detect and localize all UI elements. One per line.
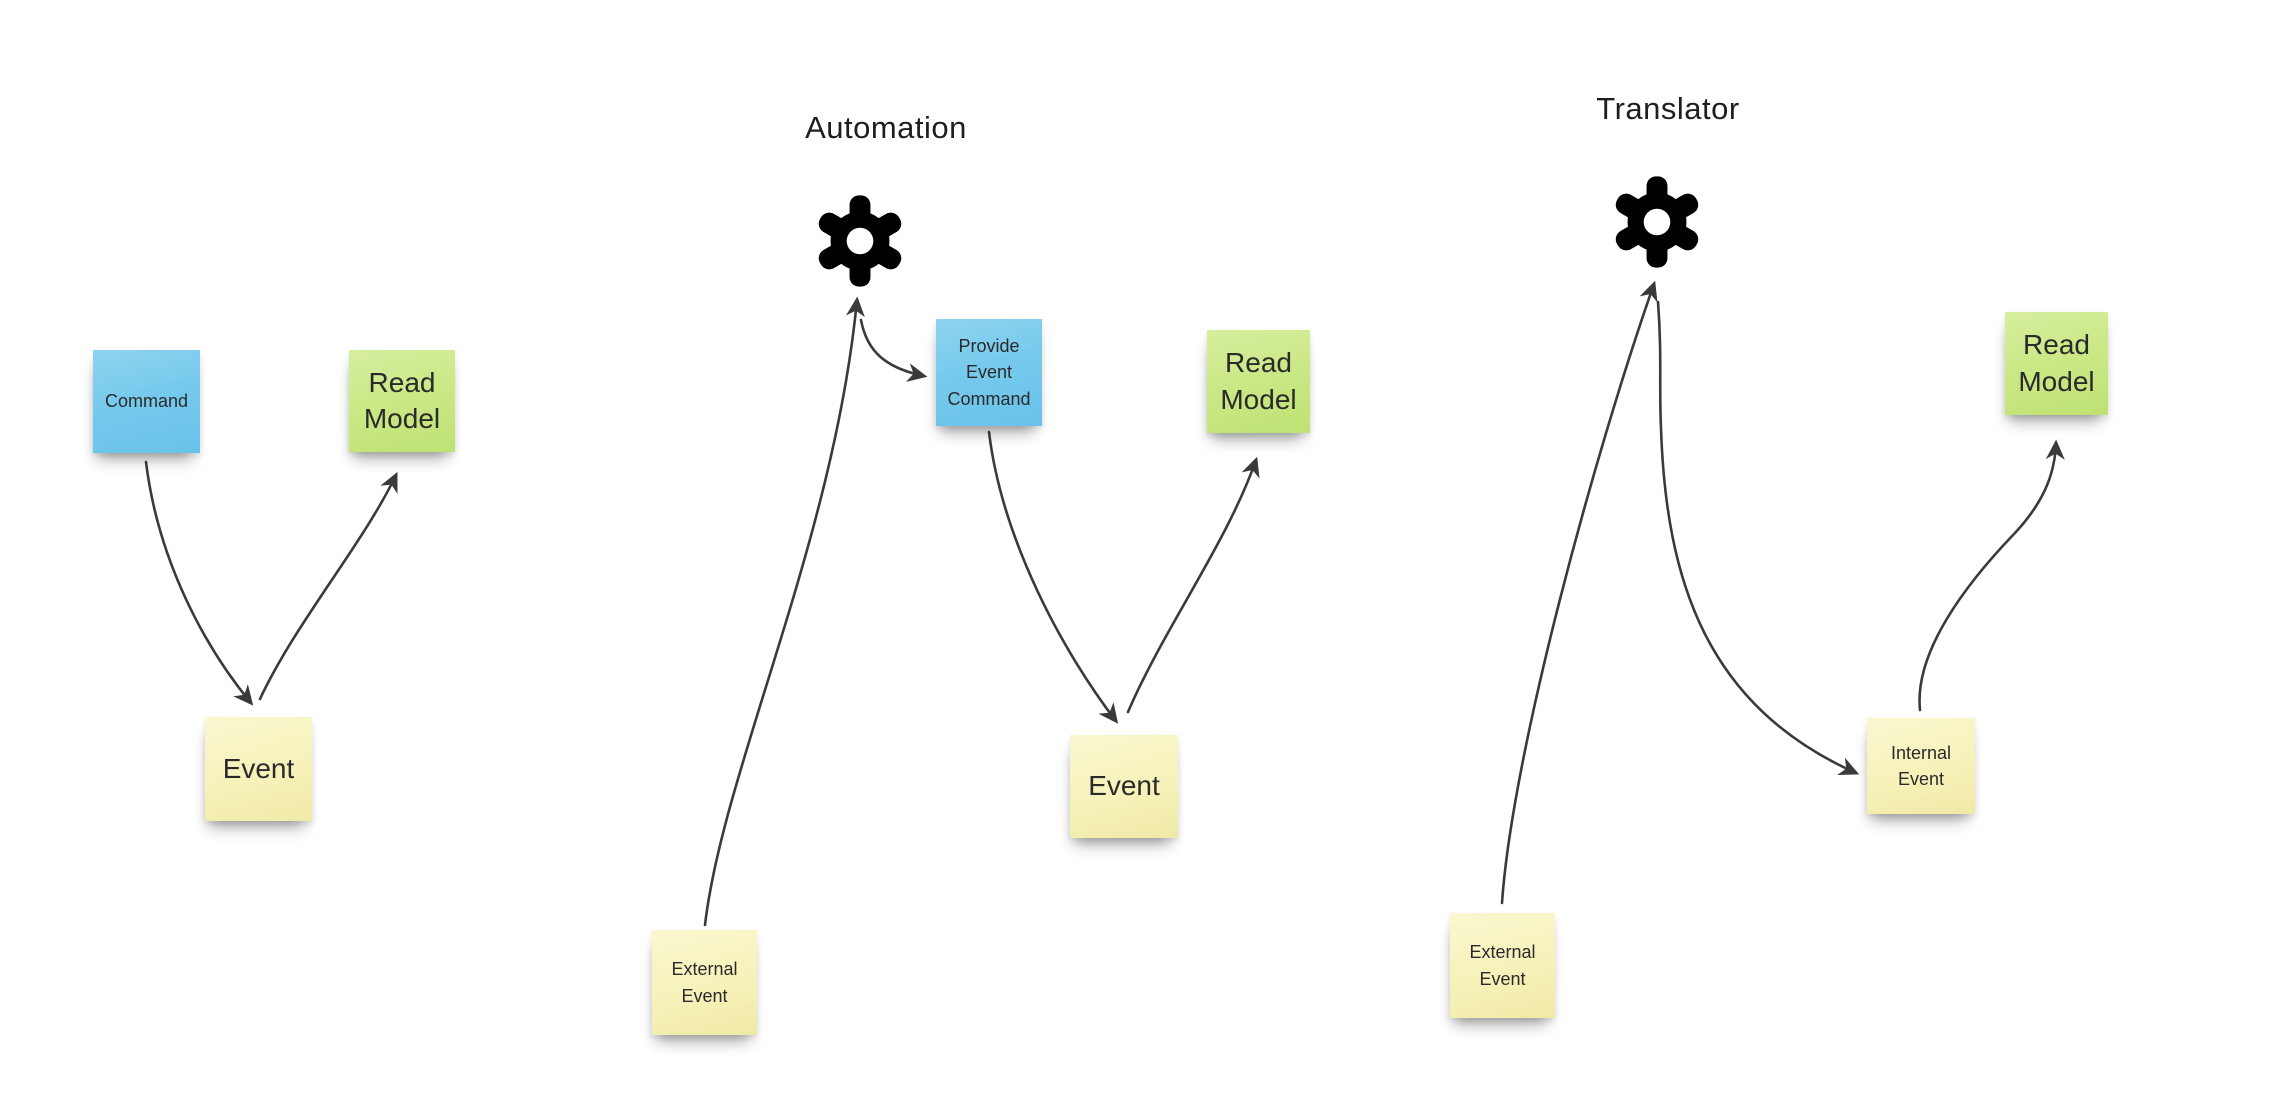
translator-gear-icon[interactable] <box>1612 176 1702 268</box>
note-line: External <box>1469 942 1536 963</box>
sticky-note-external-event-automation[interactable]: External Event <box>652 930 757 1035</box>
sticky-note-event-left[interactable]: Event <box>205 717 312 821</box>
sticky-note-read-model-automation[interactable]: Read Model <box>1207 330 1310 433</box>
note-line: Command <box>947 388 1031 409</box>
arrow-event-to-read-model-automation <box>1126 456 1260 714</box>
note-line: Model <box>2018 365 2095 397</box>
note-line: Read <box>368 366 436 398</box>
arrow-translator-gear-to-internal-event <box>1656 300 1860 775</box>
note-line: Model <box>363 403 441 434</box>
arrow-external-event-to-automation-gear <box>703 296 865 927</box>
note-line: Event <box>1897 769 1945 789</box>
note-line: Event <box>681 985 728 1006</box>
sticky-note-command[interactable]: Command <box>93 350 200 453</box>
note-line: Read <box>2023 329 2090 361</box>
note-line: Event <box>965 362 1013 383</box>
arrow-automation-gear-to-provide-event-command <box>859 318 928 382</box>
automation-title: Automation <box>805 110 967 145</box>
sticky-note-external-event-translator[interactable]: External Event <box>1450 913 1555 1018</box>
note-line: Command <box>104 391 189 412</box>
note-line: Read <box>1225 347 1292 379</box>
sticky-note-read-model-translator[interactable]: Read Model <box>2005 312 2108 415</box>
note-line: Event <box>1479 968 1526 989</box>
note-line: Model <box>1220 383 1297 415</box>
note-line: External <box>671 959 738 980</box>
translator-title: Translator <box>1596 91 1740 126</box>
sticky-note-event-automation[interactable]: Event <box>1070 735 1178 838</box>
arrow-command-to-event <box>144 460 254 706</box>
arrow-provide-event-command-to-event <box>987 430 1119 724</box>
arrow-internal-event-to-read-model-translator <box>1918 439 2065 712</box>
note-line: Internal <box>1890 742 1952 763</box>
note-line: Event <box>222 752 295 784</box>
sticky-note-read-model-left[interactable]: Read Model <box>349 350 455 452</box>
arrow-external-event-to-translator-gear <box>1500 280 1658 905</box>
note-line: Event <box>1088 770 1160 802</box>
sticky-note-provide-event-command[interactable]: Provide Event Command <box>936 319 1042 426</box>
note-line: Provide <box>958 336 1020 357</box>
sticky-note-internal-event[interactable]: Internal Event <box>1867 718 1975 814</box>
arrow-event-to-read-model-left <box>258 471 398 701</box>
automation-gear-icon[interactable] <box>815 195 905 287</box>
